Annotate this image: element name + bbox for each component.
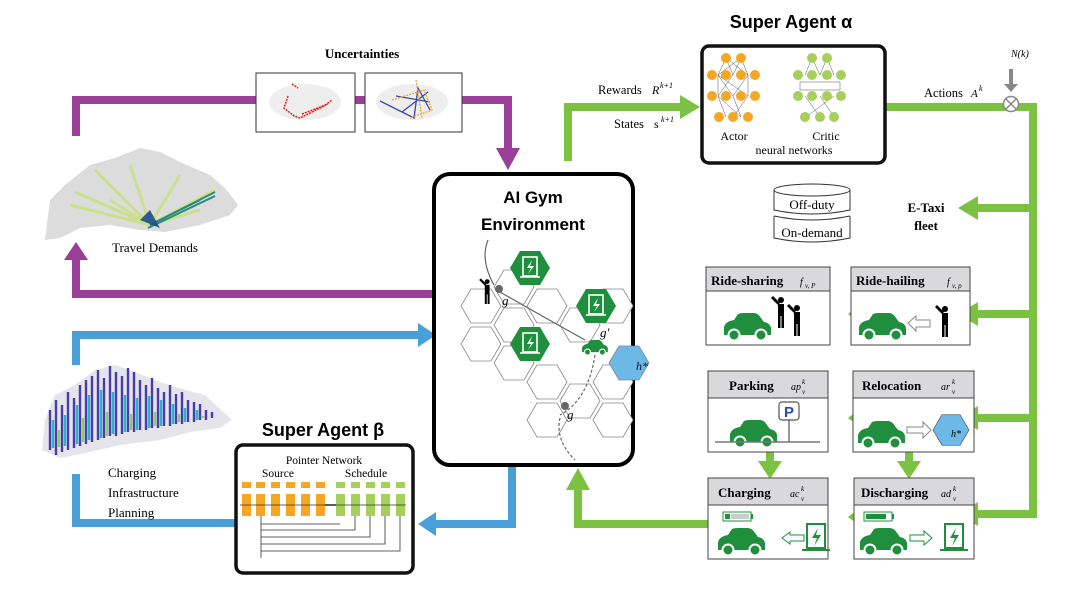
networks-label: neural networks (756, 143, 833, 157)
action-box-ride-sharing[interactable]: Ride-sharing f v, P (705, 266, 831, 346)
uncertainty-map-1 (255, 72, 356, 133)
actor-network-icon (707, 53, 760, 122)
svg-text:ap: ap (791, 382, 801, 393)
arrow-to-super-agent-beta (418, 512, 436, 536)
svg-text:States: States (614, 117, 644, 131)
super-agent-beta-title: Super Agent β (262, 420, 384, 440)
svg-text:v: v (953, 495, 957, 503)
off-duty-label: Off-duty (789, 197, 835, 212)
critic-network-icon (793, 53, 846, 122)
arrow-to-gym (496, 148, 520, 170)
uncertainties-label: Uncertainties (325, 46, 399, 61)
actor-label: Actor (720, 129, 747, 143)
super-agent-alpha-title: Super Agent α (730, 12, 852, 32)
battery-low-icon (722, 511, 753, 522)
svg-text:f: f (800, 277, 804, 288)
ai-gym-environment[interactable]: AI Gym Environment h* (432, 172, 650, 467)
rewards-label: Rewards R k+1 (598, 81, 673, 97)
svg-text:k+1: k+1 (660, 81, 673, 90)
charging-infrastructure-map (42, 365, 232, 458)
svg-text:s: s (654, 117, 659, 131)
travel-demands-label: Travel Demands (112, 240, 198, 255)
super-agent-alpha-box[interactable]: Actor Critic neural networks (700, 44, 887, 165)
gym-title-line1: AI Gym (503, 188, 563, 207)
svg-text:A: A (970, 88, 978, 100)
action-box-discharging[interactable]: Discharging ad k v (853, 477, 975, 560)
uncertainty-map-2 (364, 72, 463, 133)
pickup-point-2 (561, 402, 569, 410)
source-label: Source (262, 468, 294, 480)
arrow-to-travel-demands (64, 242, 88, 260)
svg-text:h*: h* (951, 429, 961, 440)
actions-label: Actions A k (924, 84, 983, 100)
action-box-charging[interactable]: Charging ac k v (707, 477, 831, 560)
svg-text:Ride-hailing: Ride-hailing (856, 273, 925, 288)
svg-text:ac: ac (790, 489, 800, 500)
svg-text:ad: ad (941, 489, 952, 500)
svg-text:Discharging: Discharging (861, 485, 929, 500)
svg-text:R: R (651, 83, 660, 97)
svg-text:v, P: v, P (805, 282, 816, 290)
gym-label-g2: g (567, 407, 574, 422)
charging-planning-line2: Infrastructure (108, 485, 179, 500)
arrow-right-icon (909, 529, 933, 547)
blue-flow (72, 323, 516, 536)
gym-title-line2: Environment (481, 215, 585, 234)
super-agent-beta-box[interactable]: Pointer Network Source Schedule (234, 443, 415, 575)
svg-text:k: k (802, 378, 806, 386)
svg-text:v, p: v, p (952, 282, 962, 290)
gym-label-g1: g (502, 293, 509, 308)
svg-text:v: v (801, 495, 805, 503)
charging-planning-line3: Planning (108, 505, 155, 520)
arrow-left-icon (907, 314, 931, 333)
svg-text:v: v (802, 388, 806, 396)
svg-text:Parking: Parking (729, 378, 774, 393)
svg-text:Rewards: Rewards (598, 83, 642, 97)
svg-text:Relocation: Relocation (862, 378, 922, 393)
svg-text:Charging: Charging (718, 485, 771, 500)
action-box-relocation[interactable]: Relocation ar k v h* (852, 370, 975, 453)
svg-text:k: k (979, 84, 983, 93)
states-label: States s k+1 (614, 115, 674, 131)
svg-text:f: f (947, 277, 951, 288)
action-box-ride-hailing[interactable]: Ride-hailing f v, p (850, 266, 971, 346)
trajectories (484, 239, 596, 461)
action-box-parking[interactable]: Parking ap k v P (707, 370, 829, 453)
critic-label: Critic (812, 129, 839, 143)
action-label: Ride-sharing (711, 273, 784, 288)
fleet-label-line1: E-Taxi (907, 200, 944, 215)
on-demand-label: On-demand (781, 225, 843, 240)
pickup-point-1 (495, 285, 503, 293)
parking-sign-icon (778, 401, 800, 421)
svg-text:k+1: k+1 (661, 115, 674, 124)
battery-full-icon (863, 511, 894, 522)
svg-text:ar: ar (941, 382, 950, 393)
svg-text:k: k (953, 485, 957, 493)
svg-text:P: P (784, 404, 794, 421)
hotspot-label: h* (636, 359, 648, 373)
charging-planning-line1: Charging (108, 465, 157, 480)
pointer-links (240, 504, 406, 558)
travel-demands-map (45, 148, 238, 240)
gym-label-g-prime: g' (600, 325, 610, 340)
svg-text:k: k (801, 485, 805, 493)
fleet-label-line2: fleet (914, 218, 938, 233)
schedule-label: Schedule (345, 468, 387, 480)
arrow-right-icon (906, 420, 932, 440)
arrow-to-gym-blue (418, 323, 436, 347)
noise-operator: N(k) (1002, 49, 1029, 113)
fleet-database-icon: Off-duty On-demand (773, 183, 851, 243)
svg-text:Actions: Actions (924, 86, 963, 100)
svg-text:k: k (952, 378, 956, 386)
svg-text:v: v (952, 388, 956, 396)
hotspot-hex: h* (608, 345, 650, 381)
noise-label: N(k) (1010, 49, 1029, 60)
pointer-network-label: Pointer Network (286, 455, 363, 467)
arrow-left-icon (781, 531, 805, 545)
